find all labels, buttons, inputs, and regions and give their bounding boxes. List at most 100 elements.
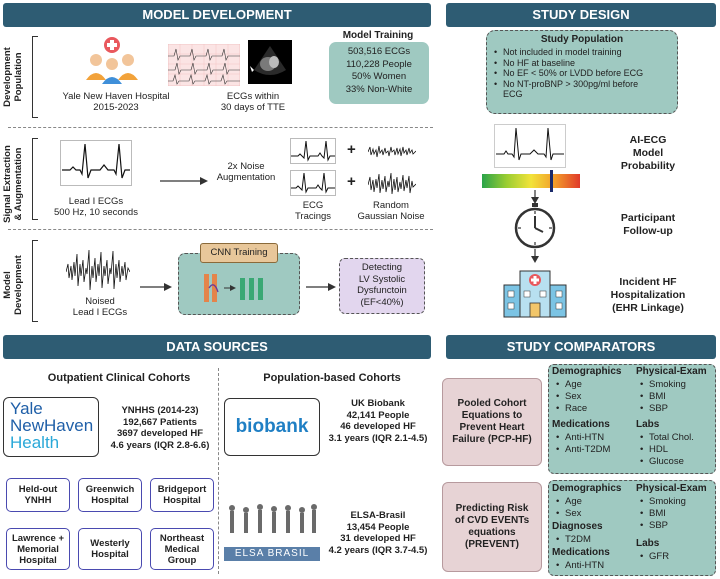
lead-i-caption: Lead I ECGs 500 Hz, 10 seconds (54, 196, 138, 218)
ecg-tracing-icon (290, 138, 336, 164)
data-sources-header: DATA SOURCES (3, 335, 431, 359)
arrow-right-icon (160, 177, 208, 185)
divider (218, 368, 219, 574)
ai-ecg-label: AI-ECG Model Probability (620, 134, 676, 172)
list-item: Anti-HTN (556, 432, 610, 444)
list-item: SBP (640, 403, 686, 415)
list-item: BMI (640, 391, 686, 403)
arrow-right-icon (140, 283, 172, 291)
bracket (32, 36, 38, 118)
list-item: Race (556, 403, 587, 415)
criteria-item: No EF < 50% or LVDD before ECG (494, 68, 676, 79)
physical-exam-title: Physical-Exam (636, 366, 707, 377)
list-item: Smoking (640, 496, 686, 508)
plus-sign: + (347, 173, 356, 190)
clock-icon (514, 203, 556, 249)
ecg-tracing-icon (290, 170, 336, 196)
probability-gradient-bar (482, 174, 580, 188)
arrow-right-icon (306, 283, 336, 291)
ecg-paper-icon (168, 44, 240, 86)
diagnoses-title: Diagnoses (552, 521, 603, 532)
pcp-hf-box: Pooled Cohort Equations to Prevent Heart… (442, 378, 542, 466)
yale-logo: Yale NewHaven Health (3, 397, 99, 457)
criteria-item: No HF at baseline (494, 58, 676, 69)
labs-list: GFR (640, 551, 669, 563)
labs-title: Labs (636, 538, 660, 549)
signal-extraction-label: Signal Extraction & Augmentation (2, 145, 24, 223)
cnn-training-label: CNN Training (200, 243, 278, 263)
model-development-label: Model Development (2, 255, 24, 315)
study-population-title: Study Population (540, 34, 624, 45)
echo-image (248, 40, 292, 84)
lead-i-ecg-icon (60, 140, 132, 186)
demographics-list: Age Sex (556, 496, 582, 520)
cnn-box (178, 253, 300, 315)
model-training-title: Model Training (342, 30, 414, 41)
list-item: Anti-HTN (556, 560, 604, 572)
list-item: HDL (640, 444, 694, 456)
criteria-item: Not included in model training (494, 47, 676, 58)
ukb-stats: UK Biobank 42,141 People 46 developed HF… (328, 398, 428, 444)
demographics-list: Age Sex Race (556, 379, 587, 415)
demographics-title: Demographics (552, 483, 622, 494)
gaussian-noise-icon (368, 145, 416, 158)
detecting-lv-box: Detecting LV Systolic Dysfunctoin (EF<40… (339, 258, 425, 314)
list-item: GFR (640, 551, 669, 563)
list-item: Age (556, 379, 587, 391)
outpatient-title: Outpatient Clinical Cohorts (47, 372, 191, 384)
gaussian-noise-caption: Random Gaussian Noise (357, 200, 425, 222)
list-item: Anti-T2DM (556, 444, 610, 456)
hospital-name: Yale New Haven Hospital 2015-2023 (62, 91, 170, 113)
participant-followup-label: Participant Follow-up (620, 212, 676, 237)
diagnoses-list: T2DM (556, 534, 591, 546)
model-development-header: MODEL DEVELOPMENT (3, 3, 431, 27)
exam-list: Smoking BMI SBP (640, 496, 686, 532)
elsa-logo: ELSA BRASIL (224, 500, 320, 561)
demographics-title: Demographics (552, 366, 622, 377)
people-silhouettes-icon (229, 504, 317, 533)
list-item: Sex (556, 391, 587, 403)
prevent-box: Predicting Risk of CVD EVENTs equations … (442, 482, 542, 572)
study-design-header: STUDY DESIGN (446, 3, 716, 27)
dev-population-label: Development Population (2, 47, 24, 107)
population-title: Population-based Cohorts (263, 372, 401, 384)
training-line: 110,228 People (346, 58, 412, 70)
list-item: SBP (640, 520, 686, 532)
divider (8, 127, 433, 128)
list-item: T2DM (556, 534, 591, 546)
training-line: 503,516 ECGs (347, 46, 411, 57)
exam-list: Smoking BMI SBP (640, 379, 686, 415)
study-comparators-header: STUDY COMPARATORS (446, 335, 716, 359)
heart-echo-icon (250, 46, 286, 75)
ynhhs-stats: YNHHS (2014-23) 192,667 Patients 3697 de… (110, 405, 210, 451)
criteria-list: Not included in model training No HF at … (494, 47, 676, 100)
ai-ecg-tracing-icon (494, 124, 566, 168)
medications-list: Anti-HTN (556, 560, 604, 572)
bracket (32, 138, 38, 220)
bracket (32, 240, 38, 322)
criteria-item: No NT-proBNP > 300pg/ml before ECG (494, 79, 654, 100)
arrow-down-icon (531, 249, 539, 263)
noised-caption: Noised Lead I ECGs (72, 296, 128, 318)
incident-hf-label: Incident HF Hospitalization (EHR Linkage… (610, 276, 686, 314)
medications-list: Anti-HTN Anti-T2DM (556, 432, 610, 456)
list-item: Age (556, 496, 582, 508)
probability-marker (550, 170, 553, 192)
list-item: BMI (640, 508, 686, 520)
plus-sign: + (347, 141, 356, 158)
ecg-within-caption: ECGs within 30 days of TTE (220, 91, 286, 113)
elsa-stats: ELSA-Brasil 13,454 People 31 developed H… (328, 510, 428, 556)
list-item: Smoking (640, 379, 686, 391)
people-icon (86, 37, 138, 84)
labs-title: Labs (636, 419, 660, 430)
list-item: Sex (556, 508, 582, 520)
noised-ecg-icon (66, 249, 130, 291)
medications-title: Medications (552, 547, 610, 558)
labs-list: Total Chol. HDL Glucose (640, 432, 694, 468)
arrow-down-icon (531, 190, 539, 204)
ecg-tracings-caption: ECG Tracings (294, 200, 332, 222)
